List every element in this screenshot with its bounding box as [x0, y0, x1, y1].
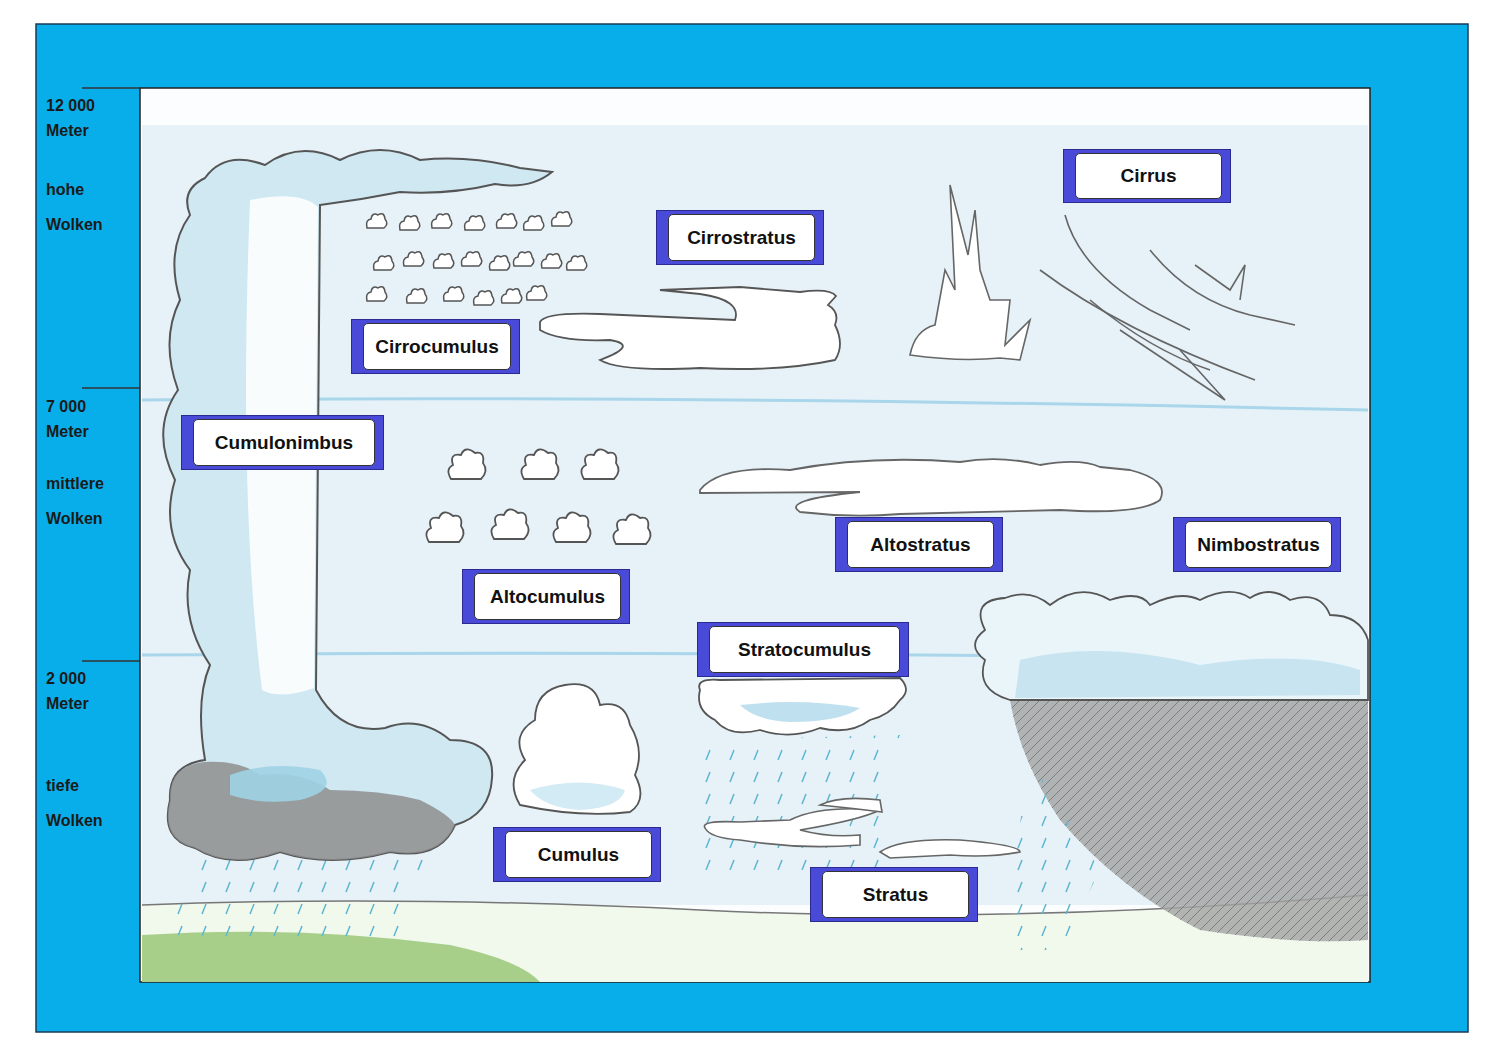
cloud-label-box: Altocumulus [462, 569, 630, 624]
altitude-label: tiefe Wolken [46, 768, 116, 838]
cloud-label-box: Cirrostratus [656, 210, 824, 265]
cloud-name: Altocumulus [474, 573, 621, 620]
cloud-label-box: Altostratus [835, 517, 1003, 572]
cloud-label-box: Cumulonimbus [181, 415, 384, 470]
cloud-name: Stratus [822, 871, 969, 918]
cloud-name: Cumulus [505, 831, 652, 878]
cloud-name: Cumulonimbus [193, 419, 375, 466]
cloud-name: Cirrus [1075, 153, 1222, 199]
cloud-label-box: Cirrus [1063, 149, 1231, 203]
altitude-label: 7 000 Meter [46, 394, 116, 444]
cloud-label-box: Stratocumulus [697, 622, 909, 677]
cloud-label-box: Stratus [810, 867, 978, 922]
cloud-name: Altostratus [847, 521, 994, 568]
cloud-name: Nimbostratus [1185, 521, 1332, 568]
cloud-name: Cirrostratus [668, 214, 815, 261]
cloud-name: Cirrocumulus [363, 323, 511, 370]
altitude-label: hohe Wolken [46, 172, 116, 242]
cloud-label-box: Cirrocumulus [351, 319, 520, 374]
altitude-label: 12 000 Meter [46, 93, 116, 143]
cloud-label-box: Nimbostratus [1173, 517, 1341, 572]
cloud-name: Stratocumulus [709, 626, 900, 673]
altitude-label: 2 000 Meter [46, 666, 116, 716]
altitude-label: mittlere Wolken [46, 466, 116, 536]
cloud-label-box: Cumulus [493, 827, 661, 882]
